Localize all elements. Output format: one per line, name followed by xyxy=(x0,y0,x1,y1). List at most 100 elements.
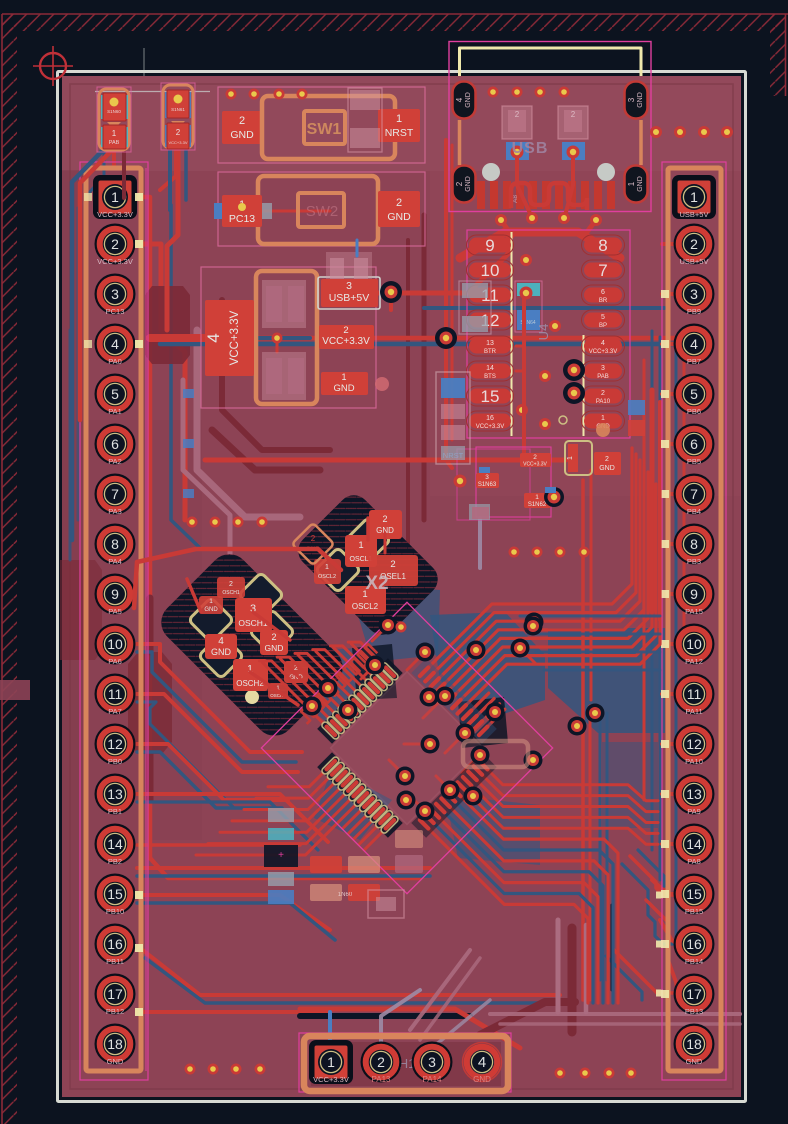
svg-text:11: 11 xyxy=(687,686,702,702)
svg-text:17: 17 xyxy=(107,986,123,1002)
svg-text:5: 5 xyxy=(111,386,119,402)
svg-text:PB4: PB4 xyxy=(687,507,701,516)
svg-text:PA8: PA8 xyxy=(687,857,701,866)
svg-text:3: 3 xyxy=(627,97,636,102)
svg-text:1: 1 xyxy=(535,494,539,501)
svg-text:2: 2 xyxy=(601,390,605,397)
svg-text:USB+5V: USB+5V xyxy=(680,210,709,219)
svg-text:16: 16 xyxy=(107,936,123,952)
svg-text:2: 2 xyxy=(390,559,395,570)
svg-text:GND: GND xyxy=(465,176,472,192)
svg-text:2: 2 xyxy=(229,581,233,588)
svg-text:15: 15 xyxy=(107,886,123,902)
svg-text:PAB: PAB xyxy=(109,140,120,146)
svg-text:BTR: BTR xyxy=(484,349,497,355)
svg-text:3: 3 xyxy=(485,474,489,481)
svg-text:9: 9 xyxy=(111,586,119,602)
svg-text:PA3: PA3 xyxy=(108,507,122,516)
svg-text:3: 3 xyxy=(250,603,256,615)
svg-text:VCC+3.3V: VCC+3.3V xyxy=(589,349,618,355)
svg-text:6: 6 xyxy=(111,436,119,452)
svg-text:GND: GND xyxy=(333,383,354,394)
svg-text:PB13: PB13 xyxy=(685,1007,703,1016)
svg-text:BR: BR xyxy=(599,298,608,304)
svg-text:2: 2 xyxy=(382,514,387,524)
svg-text:PC13: PC13 xyxy=(106,307,125,316)
svg-text:4: 4 xyxy=(455,97,464,102)
svg-text:5: 5 xyxy=(601,314,605,321)
svg-text:1: 1 xyxy=(325,564,329,571)
svg-text:1: 1 xyxy=(276,686,280,692)
svg-text:USB+5V: USB+5V xyxy=(680,257,709,266)
svg-text:2: 2 xyxy=(571,110,576,119)
svg-text:8: 8 xyxy=(690,536,698,552)
svg-text:GND: GND xyxy=(376,526,394,535)
svg-text:7: 7 xyxy=(598,261,607,280)
svg-text:6: 6 xyxy=(601,289,605,296)
svg-text:GND: GND xyxy=(686,1057,703,1066)
svg-text:9: 9 xyxy=(485,236,494,255)
svg-text:SW1: SW1 xyxy=(307,121,342,138)
svg-text:5: 5 xyxy=(690,386,698,402)
svg-text:PB6: PB6 xyxy=(687,407,701,416)
svg-text:GND: GND xyxy=(211,647,232,657)
svg-text:2: 2 xyxy=(176,128,181,137)
svg-text:NRST: NRST xyxy=(385,127,414,139)
svg-text:1: 1 xyxy=(358,540,363,551)
svg-text:16: 16 xyxy=(686,936,702,952)
svg-text:PA10: PA10 xyxy=(596,399,611,405)
svg-text:PA6: PA6 xyxy=(108,657,122,666)
svg-text:S1N61: S1N61 xyxy=(171,107,185,112)
svg-text:A8: A8 xyxy=(512,195,519,203)
svg-text:7: 7 xyxy=(111,486,119,502)
svg-text:3: 3 xyxy=(690,286,698,302)
svg-text:USB+5V: USB+5V xyxy=(329,292,370,304)
svg-text:PB7: PB7 xyxy=(687,357,701,366)
svg-text:9: 9 xyxy=(690,586,698,602)
svg-text:PA13: PA13 xyxy=(372,1075,392,1084)
svg-text:VCC+3.3V: VCC+3.3V xyxy=(229,310,241,365)
svg-text:3: 3 xyxy=(346,280,352,292)
svg-text:1: 1 xyxy=(341,372,346,382)
svg-text:2: 2 xyxy=(690,236,698,252)
svg-text:13: 13 xyxy=(486,340,494,347)
svg-text:+: + xyxy=(278,850,284,861)
svg-text:GND: GND xyxy=(637,92,644,108)
svg-text:GND: GND xyxy=(473,1075,491,1084)
svg-text:BTS: BTS xyxy=(484,374,496,380)
svg-text:3: 3 xyxy=(601,365,605,372)
svg-text:S1N64: S1N64 xyxy=(520,320,536,326)
svg-text:PA14: PA14 xyxy=(423,1075,443,1084)
svg-text:S1N60: S1N60 xyxy=(107,109,121,114)
svg-text:PA5: PA5 xyxy=(108,607,122,616)
svg-text:4: 4 xyxy=(478,1054,486,1071)
svg-text:PA12: PA12 xyxy=(685,657,703,666)
svg-text:2: 2 xyxy=(533,454,537,461)
svg-text:OSCH2: OSCH2 xyxy=(236,679,264,688)
svg-text:GND: GND xyxy=(465,92,472,108)
svg-text:12: 12 xyxy=(107,736,123,752)
svg-text:1N60: 1N60 xyxy=(338,892,353,898)
svg-text:17: 17 xyxy=(686,986,702,1002)
svg-text:X2: X2 xyxy=(365,573,388,594)
svg-text:1: 1 xyxy=(247,664,253,675)
svg-text:U4: U4 xyxy=(536,324,551,341)
svg-text:12: 12 xyxy=(686,736,702,752)
svg-text:PA10: PA10 xyxy=(685,757,703,766)
svg-text:PB0: PB0 xyxy=(108,757,122,766)
svg-text:4: 4 xyxy=(204,333,223,342)
svg-text:14: 14 xyxy=(486,365,494,372)
svg-text:PA1: PA1 xyxy=(108,407,122,416)
svg-text:2: 2 xyxy=(396,197,402,209)
svg-text:BP: BP xyxy=(599,323,607,329)
svg-text:OSCH2: OSCH2 xyxy=(270,693,286,698)
svg-text:PA2: PA2 xyxy=(108,457,122,466)
svg-text:1: 1 xyxy=(111,189,119,205)
svg-text:OSCL2: OSCL2 xyxy=(318,574,336,580)
svg-text:PB9: PB9 xyxy=(687,307,701,316)
svg-text:PA0: PA0 xyxy=(108,357,122,366)
svg-text:2: 2 xyxy=(343,325,348,336)
svg-text:4: 4 xyxy=(218,636,224,647)
svg-text:3: 3 xyxy=(111,286,119,302)
svg-text:GND: GND xyxy=(637,176,644,192)
